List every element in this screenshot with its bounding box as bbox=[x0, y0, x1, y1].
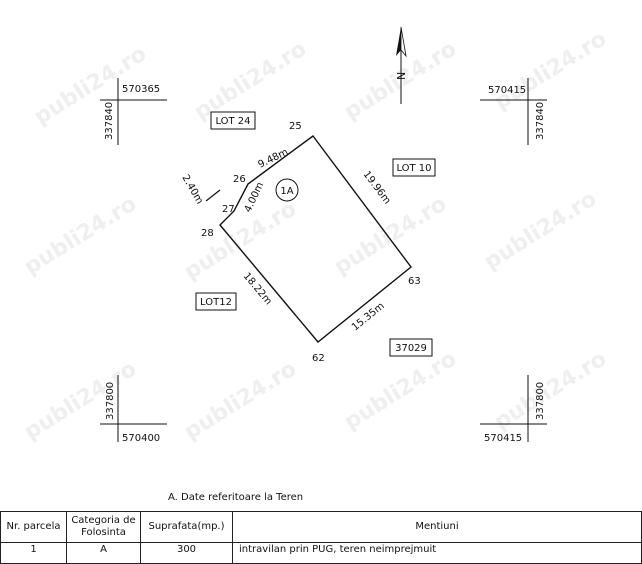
vertex-label: 26 bbox=[233, 174, 246, 185]
grid-north-label: 337800 bbox=[105, 382, 116, 420]
grid-east-label: 570365 bbox=[122, 84, 160, 95]
watermark: publi24.ro bbox=[180, 196, 301, 285]
segment-length: 19.96m bbox=[361, 169, 393, 206]
table-cell: 300 bbox=[140, 542, 233, 564]
table-row: 1 A 300 intravilan prin PUG, teren neimp… bbox=[0, 542, 642, 564]
parcel-id-label: 1A bbox=[280, 186, 293, 197]
grid-corner-top-left: 570365 337840 bbox=[100, 78, 167, 145]
grid-east-label: 570415 bbox=[484, 433, 522, 444]
grid-north-label: 337800 bbox=[535, 382, 546, 420]
column-header: Nr. parcela bbox=[0, 511, 67, 543]
svg-text:LOT 10: LOT 10 bbox=[396, 163, 431, 174]
column-header: Mentiuni bbox=[232, 511, 642, 543]
watermark: publi24.ro bbox=[20, 356, 141, 445]
segment-length: 2.40m bbox=[179, 173, 205, 206]
grid-north-label: 337840 bbox=[104, 102, 115, 140]
watermark: publi24.ro bbox=[480, 186, 601, 275]
land-data-table: Nr. parcela Categoria de Folosinta Supra… bbox=[0, 511, 642, 564]
survey-plan: publi24.ro publi24.ro publi24.ro publi24… bbox=[20, 26, 611, 445]
table-cell: 1 bbox=[0, 542, 67, 564]
north-arrow-icon: N bbox=[395, 26, 408, 104]
watermark: publi24.ro bbox=[340, 346, 461, 435]
watermark: publi24.ro bbox=[330, 191, 451, 280]
north-label: N bbox=[395, 72, 408, 80]
vertex-label: 62 bbox=[312, 353, 325, 364]
offset-segment bbox=[205, 189, 221, 202]
neighbor-lot: 37029 bbox=[389, 338, 433, 357]
svg-text:LOT12: LOT12 bbox=[200, 297, 232, 308]
table-header-row: Nr. parcela Categoria de Folosinta Supra… bbox=[0, 511, 642, 543]
parcel-boundary bbox=[219, 135, 412, 343]
column-header: Categoria de Folosinta bbox=[66, 511, 141, 543]
vertex-label: 27 bbox=[222, 204, 235, 215]
grid-corner-top-right: 570415 337840 bbox=[480, 78, 547, 145]
table-cell: A bbox=[66, 542, 141, 564]
svg-text:37029: 37029 bbox=[395, 343, 427, 354]
grid-corner-bottom-left: 570400 337800 bbox=[100, 375, 167, 444]
vertex-label: 25 bbox=[289, 121, 302, 132]
watermark: publi24.ro bbox=[20, 191, 141, 280]
segment-length: 18.22m bbox=[241, 271, 274, 307]
segment-length: 4.00m bbox=[243, 181, 266, 215]
grid-corner-bottom-right: 570415 337800 bbox=[480, 375, 547, 444]
section-title: A. Date referitoare la Teren bbox=[168, 492, 304, 503]
table-cell: intravilan prin PUG, teren neimprejmuit bbox=[232, 542, 642, 564]
watermark: publi24.ro bbox=[490, 26, 611, 115]
grid-east-label: 570415 bbox=[488, 85, 526, 96]
vertex-label: 63 bbox=[408, 276, 421, 287]
svg-text:LOT 24: LOT 24 bbox=[215, 116, 250, 127]
vertex-label: 28 bbox=[201, 228, 214, 239]
segment-length: 9.48m bbox=[256, 147, 290, 171]
neighbor-lot: LOT 24 bbox=[210, 111, 256, 130]
parcel-id-circle bbox=[275, 178, 299, 202]
column-header: Suprafata(mp.) bbox=[140, 511, 233, 543]
segment-length: 15.35m bbox=[350, 301, 387, 334]
grid-north-label: 337840 bbox=[535, 102, 546, 140]
neighbor-lot: LOT12 bbox=[195, 292, 237, 311]
grid-east-label: 570400 bbox=[122, 433, 160, 444]
neighbor-lot: LOT 10 bbox=[392, 158, 436, 177]
watermark: publi24.ro bbox=[180, 356, 301, 445]
watermark: publi24.ro bbox=[490, 346, 611, 435]
